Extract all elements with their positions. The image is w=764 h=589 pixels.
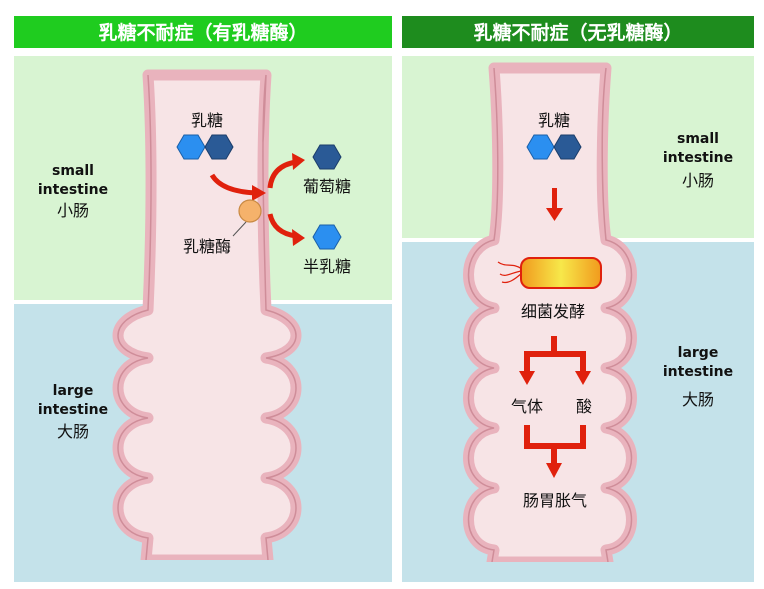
lactase-enzyme-circle — [238, 199, 262, 223]
glucose-hexagon — [312, 144, 342, 170]
merge-arrow — [524, 425, 586, 478]
left-large-intestine-en-2: intestine — [38, 402, 108, 418]
galactose-label: 半乳糖 — [303, 257, 351, 276]
left-lactase-label: 乳糖酶 — [183, 237, 231, 256]
gas-label: 气体 — [511, 397, 543, 416]
left-panel-title: 乳糖不耐症（有乳糖酶） — [98, 21, 307, 44]
glucose-label: 葡萄糖 — [303, 177, 351, 196]
right-title-bar — [402, 16, 754, 48]
left-small-intestine-cn: 小肠 — [57, 201, 89, 220]
left-large-intestine-en-1: large — [53, 383, 94, 399]
left-intestine-tube — [112, 69, 302, 568]
left-large-intestine-cn: 大肠 — [57, 422, 89, 441]
left-small-intestine-en-1: small — [52, 163, 94, 179]
bacterium-icon — [497, 257, 602, 289]
right-large-intestine-en-1: large — [678, 345, 719, 361]
galactose-hexagon — [312, 224, 342, 250]
left-arrowhead-2 — [292, 153, 305, 170]
right-small-intestine-cn: 小肠 — [682, 171, 714, 190]
left-to-glucose-arrow — [267, 159, 297, 189]
bacterial-fermentation-label: 细菌发酵 — [521, 302, 585, 321]
left-lactose-glucose-hexagon — [204, 134, 234, 160]
left-title-bar — [14, 16, 392, 48]
left-panel: 乳糖不耐症（有乳糖酶） small intestine 小肠 large int… — [14, 16, 392, 582]
lactase-pointer-line — [232, 221, 247, 237]
fermentation-split-arrow — [519, 336, 591, 385]
right-lactose-glucose-hexagon — [553, 134, 582, 160]
right-large-intestine-en-2: intestine — [663, 364, 733, 380]
right-large-intestine-cn: 大肠 — [682, 390, 714, 409]
right-down-arrow-shaft — [552, 188, 557, 210]
right-panel: 乳糖不耐症（无乳糖酶） small intestine 小肠 large int… — [402, 16, 754, 582]
right-small-intestine-en-1: small — [677, 131, 719, 147]
right-panel-title: 乳糖不耐症（无乳糖酶） — [473, 21, 682, 44]
right-intestine-tube — [463, 62, 637, 570]
left-small-intestine-en-2: intestine — [38, 182, 108, 198]
right-down-arrowhead — [546, 208, 563, 221]
left-lactose-label: 乳糖 — [191, 111, 223, 130]
left-arrowhead-1 — [252, 185, 266, 201]
bloating-label: 肠胃胀气 — [523, 491, 587, 510]
left-arrowhead-3 — [292, 229, 305, 246]
acid-label: 酸 — [576, 397, 592, 416]
right-lactose-label: 乳糖 — [538, 111, 570, 130]
right-small-intestine-en-2: intestine — [663, 150, 733, 166]
